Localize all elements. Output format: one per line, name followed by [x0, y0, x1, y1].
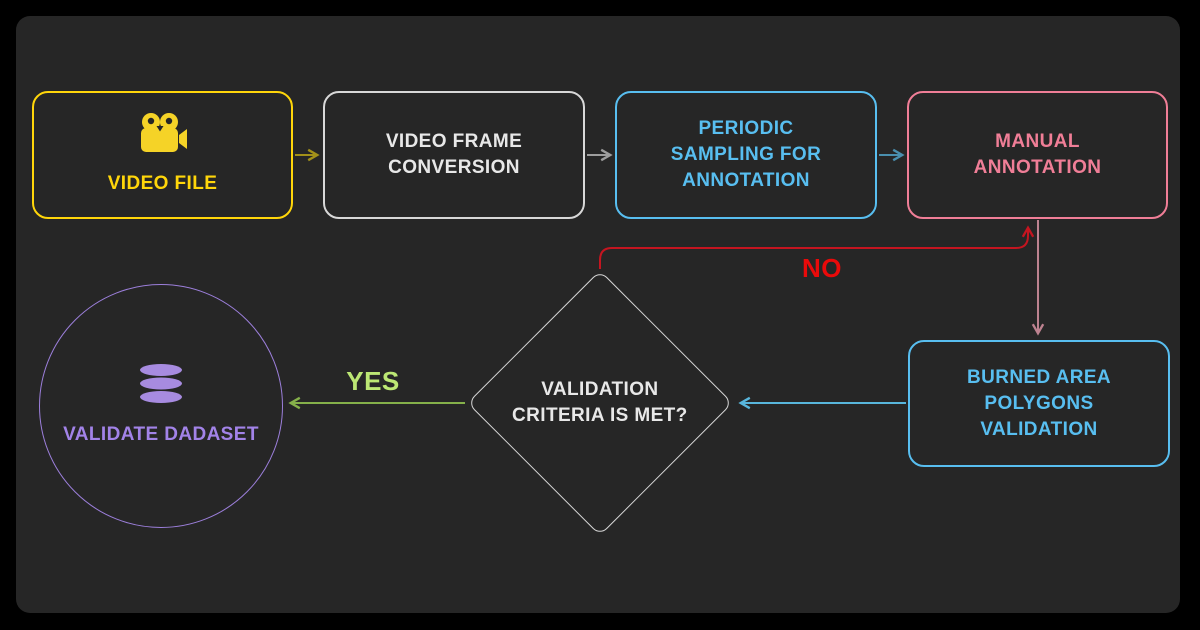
edge-label-no: NO	[802, 253, 842, 283]
node-label: VIDEO FRAME	[385, 131, 523, 152]
edge-label-yes: YES	[346, 366, 400, 396]
node-periodic-sampling: PERIODIC SAMPLING FOR ANNOTATION	[615, 91, 877, 219]
node-label: VIDEO FILE	[107, 173, 218, 194]
node-validate-dataset: VALIDATE DADASET	[39, 284, 283, 528]
node-manual-annotation: MANUAL ANNOTATION	[907, 91, 1168, 219]
node-label: VALIDATION	[980, 418, 1098, 440]
node-burned-area-validation: BURNED AREA POLYGONS VALIDATION	[908, 340, 1170, 467]
node-label: MANUAL	[995, 131, 1080, 152]
node-label: ANNOTATION	[973, 157, 1102, 178]
database-icon	[138, 364, 184, 412]
node-label: CONVERSION	[388, 157, 520, 178]
node-label: CRITERIA IS MET?	[512, 404, 688, 426]
node-label: SAMPLING FOR	[670, 144, 822, 165]
node-video-file: VIDEO FILE	[32, 91, 293, 219]
node-label: BURNED AREA	[966, 366, 1112, 388]
node-label: POLYGONS	[984, 392, 1094, 414]
node-label: VALIDATE DADASET	[63, 424, 259, 445]
movie-camera-icon	[139, 113, 187, 161]
node-label: ANNOTATION	[682, 170, 810, 191]
node-video-frame-conversion: VIDEO FRAME CONVERSION	[323, 91, 585, 219]
node-label: VALIDATION	[541, 378, 659, 400]
node-label: PERIODIC	[698, 118, 794, 139]
